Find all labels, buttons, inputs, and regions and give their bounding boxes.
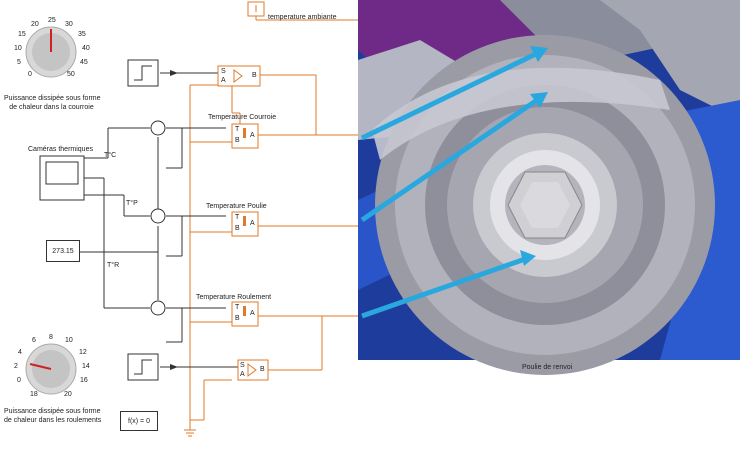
tick-label: 40 [82,44,90,53]
step-block-bearing[interactable] [128,354,158,380]
tick-label: 12 [79,348,87,357]
port-label: T [235,304,239,312]
sensor-pulley-label: Temperature Poulie [206,202,267,211]
port-label: A [250,132,255,140]
tick-label: 35 [78,30,86,39]
caption-line: de chaleur dans les roulements [4,416,99,425]
tick-label: 10 [14,44,22,53]
tick-label: 30 [65,20,73,29]
tick-label: 8 [49,333,53,342]
ambient-temperature-block[interactable] [248,2,264,16]
ambient-temperature-label: temperature ambiante [268,13,336,22]
tick-label: 0 [17,376,21,385]
sum-block-pulley[interactable] [151,209,165,223]
sum-block-belt[interactable] [151,121,165,135]
render-view [358,0,740,375]
port-label: B [235,315,240,323]
tick-label: 15 [18,30,26,39]
tick-label: 25 [48,16,56,25]
port-label: T [235,126,239,134]
tick-label: 2 [14,362,18,371]
tick-label: 0 [28,70,32,79]
tick-label: 20 [64,390,72,399]
port-label: B [235,225,240,233]
port-label: A [240,371,245,379]
knob-bottom-caption: Puissance dissipée sous forme de chaleur… [4,407,99,425]
signal-label-tc: T°C [104,152,116,160]
render-caption: Poulie de renvoi [522,364,572,371]
tick-label: 14 [82,362,90,371]
ground-icon [184,430,196,436]
signal-label-tp: T°P [126,200,138,208]
sensor-belt-label: Temperature Courroie [208,113,276,122]
scope-block[interactable] [40,156,84,200]
caption-line: de chaleur dans la courroie [4,103,99,112]
port-label: T [235,214,239,222]
port-label: S [240,362,245,370]
port-label: B [260,366,265,374]
tick-label: 10 [65,336,73,345]
tick-label: 5 [17,58,21,67]
tick-label: 45 [80,58,88,67]
sensor-bearing-label: Temperature Roulement [196,293,271,302]
knob-top-caption: Puissance dissipée sous forme de chaleur… [4,94,99,112]
gain-belt-icon [170,70,178,76]
scope-label: Caméras thermiques [28,145,93,154]
tick-label: 18 [30,390,38,399]
sum-block-bearing[interactable] [151,301,165,315]
port-label: A [221,77,226,85]
constant-block[interactable]: 273.15 [46,240,80,262]
port-label: A [250,220,255,228]
caption-line: Puissance dissipée sous forme [4,407,99,416]
port-label: B [252,72,257,80]
tick-label: 20 [31,20,39,29]
step-block-belt[interactable] [128,60,158,86]
caption-line: Puissance dissipée sous forme [4,94,99,103]
tick-label: 6 [32,336,36,345]
port-label: B [235,137,240,145]
port-label: S [221,68,226,76]
knob-bearing-power[interactable] [26,344,76,394]
tick-label: 16 [80,376,88,385]
signal-label-tr: T°R [107,262,119,270]
gain-bearing-icon [170,364,178,370]
solver-config-block[interactable]: f(x) = 0 [120,411,158,431]
port-label: A [250,310,255,318]
tick-label: 4 [18,348,22,357]
tick-label: 50 [67,70,75,79]
